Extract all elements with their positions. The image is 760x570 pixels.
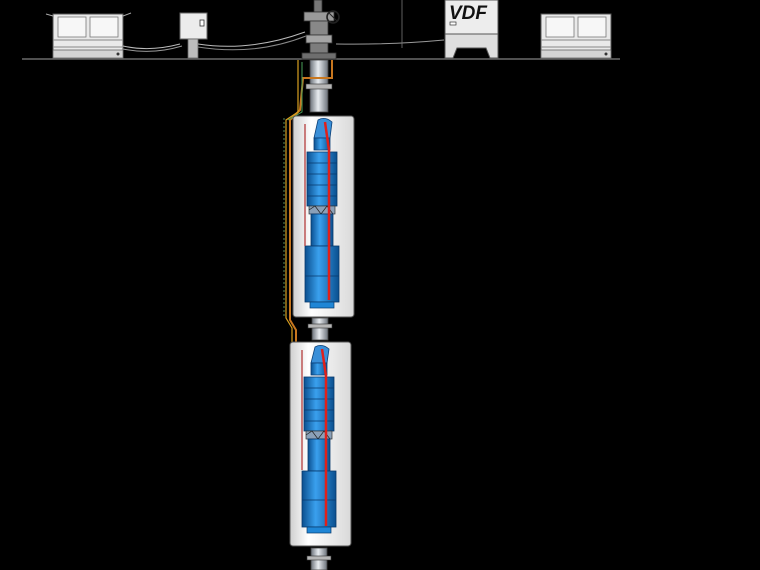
transformer-left-icon <box>45 12 132 59</box>
wellhead-icon <box>301 0 340 60</box>
lower-esp-assembly <box>289 341 352 547</box>
transformer-right-icon <box>540 13 612 59</box>
vdf-label: VDF <box>449 3 488 24</box>
production-tubing <box>305 59 333 570</box>
upper-esp-assembly <box>292 115 355 318</box>
vdf-drive-icon: VDF <box>444 0 499 59</box>
junction-box-icon <box>179 12 208 59</box>
